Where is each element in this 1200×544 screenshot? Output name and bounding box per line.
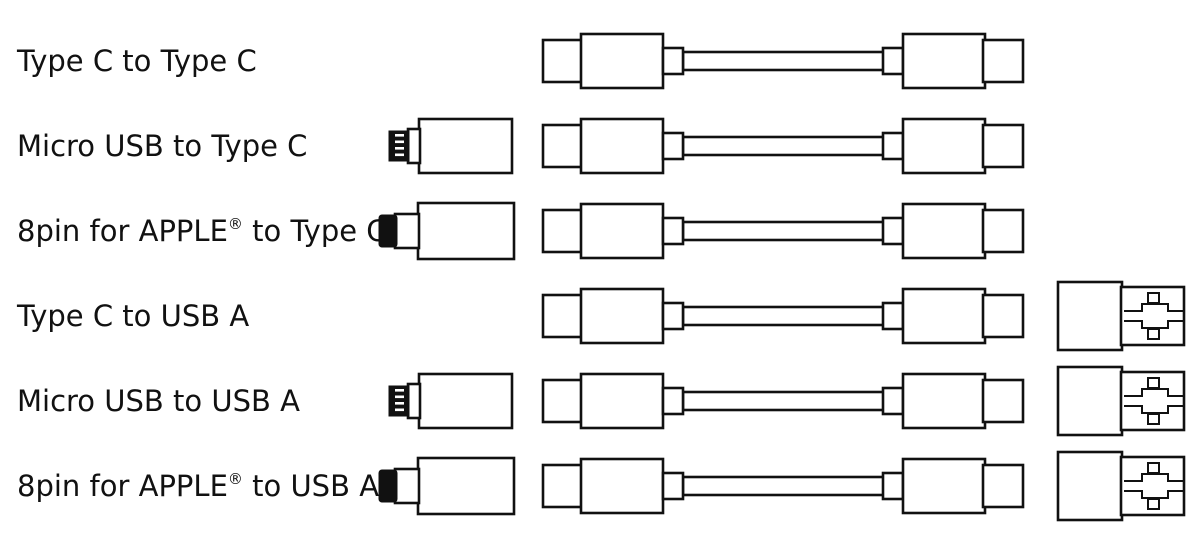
adapter-neck: [406, 382, 422, 420]
usb-a-adapter-icon: [1056, 450, 1186, 522]
lightning-plug: [378, 214, 398, 248]
usb-a-adapter-icon: [1056, 280, 1186, 352]
cable-label: 8pin for APPLE® to USB A: [17, 469, 380, 503]
strain-relief: [661, 131, 685, 161]
pin-slot: [395, 402, 404, 405]
usb-a-contact-window: [1147, 292, 1160, 304]
connector-housing: [901, 372, 987, 430]
cable-icon: [541, 372, 1025, 430]
type-c-plug-tip: [981, 123, 1025, 169]
lightning-adapter-icon: [378, 201, 516, 261]
pin-slot: [395, 140, 404, 144]
connector-housing: [901, 457, 987, 515]
connector-housing: [901, 202, 987, 260]
cord: [681, 475, 907, 497]
strain-relief: [881, 301, 905, 331]
usb-a-body: [1056, 365, 1124, 437]
usb-a-body: [1056, 450, 1124, 522]
cable-icon: [541, 457, 1025, 515]
type-c-plug-tip: [981, 38, 1025, 84]
usb-a-contact-window: [1147, 413, 1160, 425]
strain-relief: [661, 386, 685, 416]
cable-label: Micro USB to USB A: [17, 384, 300, 418]
connector-housing: [579, 457, 665, 515]
micro-usb-adapter-icon: [388, 117, 514, 175]
adapter-neck: [393, 467, 421, 505]
strain-relief: [881, 386, 905, 416]
cord: [681, 50, 907, 72]
strain-relief: [661, 216, 685, 246]
connector-housing: [579, 372, 665, 430]
adapter-body: [416, 201, 516, 261]
type-c-plug-tip: [541, 378, 585, 424]
pin-slot: [395, 147, 404, 150]
type-c-plug-tip: [981, 208, 1025, 254]
pin-slot: [395, 408, 404, 412]
pin-slot: [395, 153, 404, 157]
strain-relief: [661, 471, 685, 501]
cord: [681, 305, 907, 327]
type-c-plug-tip: [541, 123, 585, 169]
pin-slot: [395, 134, 404, 137]
cable-icon: [541, 32, 1025, 90]
pin-slot: [395, 395, 404, 399]
lightning-plug: [378, 469, 398, 503]
adapter-neck: [393, 212, 421, 250]
cable-icon: [541, 287, 1025, 345]
micro-usb-adapter-icon: [388, 372, 514, 430]
adapter-body: [416, 456, 516, 516]
type-c-plug-tip: [981, 293, 1025, 339]
type-c-plug-tip: [541, 208, 585, 254]
strain-relief: [881, 46, 905, 76]
cord: [681, 135, 907, 157]
strain-relief: [881, 131, 905, 161]
strain-relief: [661, 46, 685, 76]
connector-housing: [901, 32, 987, 90]
cable-label: Micro USB to Type C: [17, 129, 308, 163]
cable-label: 8pin for APPLE® to Type C: [17, 214, 387, 248]
usb-a-contact-window: [1147, 498, 1160, 510]
cable-label: Type C to Type C: [17, 44, 257, 78]
adapter-body: [417, 372, 514, 430]
type-c-plug-tip: [541, 293, 585, 339]
connector-housing: [901, 117, 987, 175]
cable-label: Type C to USB A: [17, 299, 250, 333]
usb-a-contact-window: [1147, 377, 1160, 389]
strain-relief: [881, 216, 905, 246]
type-c-plug-tip: [541, 38, 585, 84]
connector-housing: [579, 117, 665, 175]
type-c-plug-tip: [541, 463, 585, 509]
connector-housing: [901, 287, 987, 345]
pin-slot: [395, 389, 404, 392]
cable-icon: [541, 202, 1025, 260]
type-c-plug-tip: [981, 378, 1025, 424]
connector-housing: [579, 32, 665, 90]
lightning-adapter-icon: [378, 456, 516, 516]
usb-a-contact-window: [1147, 328, 1160, 340]
usb-a-body: [1056, 280, 1124, 352]
adapter-body: [417, 117, 514, 175]
usb-a-contact-window: [1147, 462, 1160, 474]
connector-housing: [579, 202, 665, 260]
connector-housing: [579, 287, 665, 345]
cord: [681, 390, 907, 412]
adapter-neck: [406, 127, 422, 165]
strain-relief: [661, 301, 685, 331]
strain-relief: [881, 471, 905, 501]
usb-a-adapter-icon: [1056, 365, 1186, 437]
cord: [681, 220, 907, 242]
type-c-plug-tip: [981, 463, 1025, 509]
cable-icon: [541, 117, 1025, 175]
